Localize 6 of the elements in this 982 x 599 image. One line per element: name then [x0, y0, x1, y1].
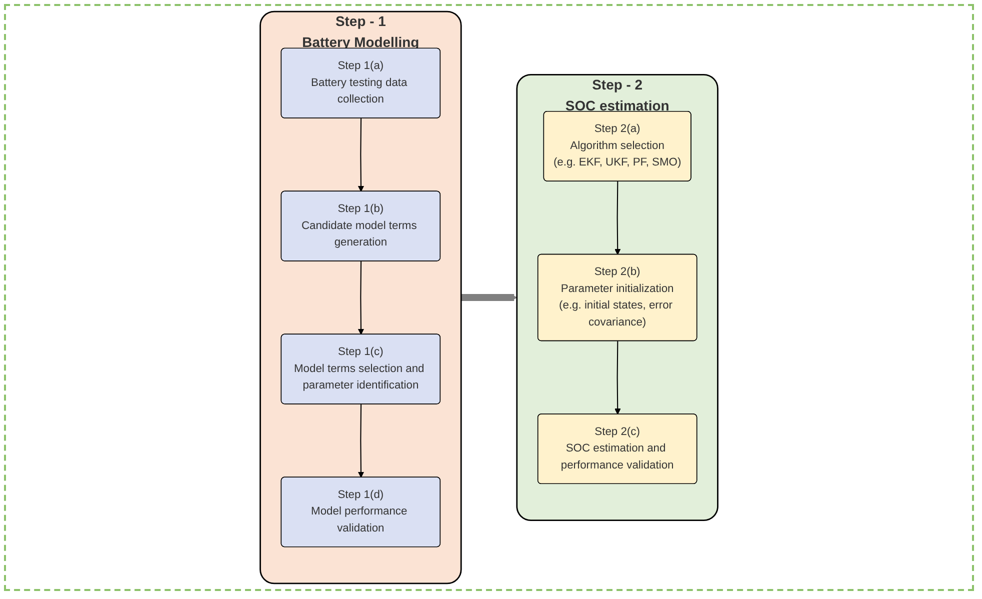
- arrow: [614, 181, 621, 255]
- arrow: [358, 118, 364, 192]
- arrow: [461, 294, 518, 301]
- arrow: [358, 261, 364, 335]
- arrow: [614, 341, 621, 415]
- arrow: [358, 404, 364, 478]
